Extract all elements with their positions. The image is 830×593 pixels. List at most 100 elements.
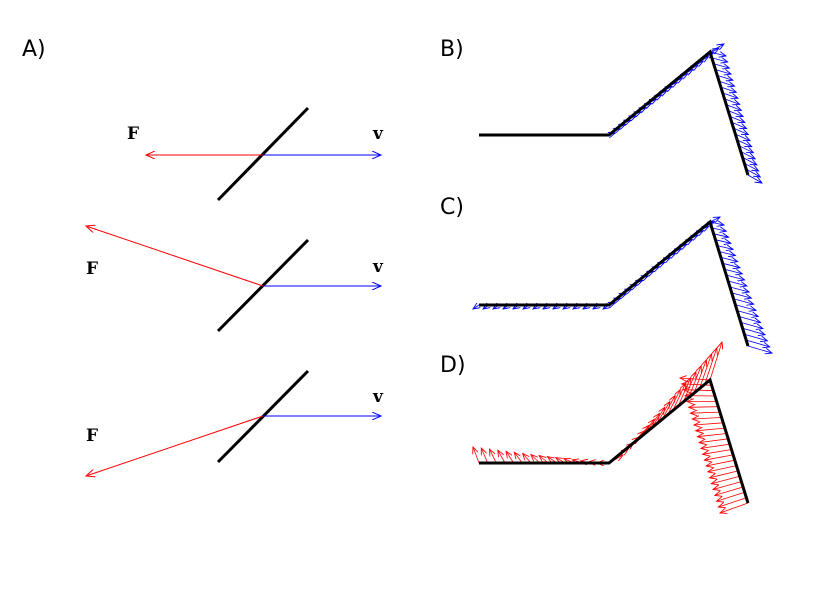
- panel-b-label: B): [440, 37, 464, 62]
- field-arrow: [715, 486, 744, 495]
- field-arrow: [715, 240, 731, 244]
- field-arrow: [709, 222, 724, 225]
- field-arrow: [747, 174, 762, 183]
- field-arrow: [709, 342, 722, 381]
- segment-line: [216, 106, 310, 202]
- field-arrow: [473, 447, 480, 464]
- field-arrow: [742, 327, 766, 334]
- field-arrow: [473, 305, 479, 309]
- field-arrow: [733, 298, 754, 304]
- field-arrow: [722, 262, 740, 267]
- field-arrow: [727, 110, 743, 117]
- field-arrow: [724, 268, 743, 274]
- field-arrow: [717, 246, 733, 250]
- body-polyline: [479, 219, 750, 347]
- field-arrow: [699, 438, 729, 443]
- field-arrow: [701, 443, 730, 448]
- field-arrow: [718, 252, 735, 256]
- field-arrow: [688, 366, 702, 398]
- velocity-arrow-field: [473, 217, 772, 353]
- field-arrow: [699, 354, 711, 389]
- body-polyline: [479, 49, 750, 176]
- field-arrow: [746, 168, 760, 177]
- body-polyline: [479, 377, 750, 504]
- field-arrow: [718, 80, 735, 86]
- panel-c: [473, 217, 772, 353]
- field-arrow: [720, 257, 738, 261]
- velocity-label: v: [372, 257, 384, 277]
- field-arrow: [697, 434, 727, 437]
- field-arrow: [722, 92, 738, 98]
- force-label: F: [86, 426, 98, 446]
- velocity-arrow-field: [609, 44, 762, 183]
- field-arrow: [744, 162, 758, 171]
- field-arrow: [717, 75, 733, 80]
- field-arrow: [694, 423, 724, 425]
- field-arrow: [498, 450, 506, 464]
- field-arrow: [661, 396, 675, 420]
- field-arrow: [726, 104, 741, 111]
- field-arrow: [735, 133, 750, 141]
- field-arrow: [490, 449, 497, 464]
- field-arrow: [713, 234, 729, 237]
- panel-d-label: D): [440, 353, 466, 378]
- field-arrow: [709, 44, 724, 53]
- field-arrow: [710, 470, 739, 478]
- field-arrow: [667, 390, 681, 416]
- panel-a: F v F v F v: [86, 106, 384, 476]
- field-arrow: [506, 451, 515, 464]
- field-arrow: [744, 333, 767, 341]
- panel-b: [479, 44, 762, 183]
- field-arrow: [703, 449, 732, 455]
- force-arrow: [86, 415, 264, 476]
- field-arrow: [746, 339, 770, 347]
- field-arrow: [706, 459, 735, 466]
- field-arrow: [738, 145, 753, 153]
- panel-a-label: A): [22, 37, 46, 62]
- field-arrow: [709, 52, 726, 56]
- field-arrow: [747, 345, 772, 353]
- field-arrow: [689, 407, 719, 408]
- panel-c-label: C): [440, 195, 464, 220]
- field-arrow: [711, 58, 728, 62]
- field-arrow: [736, 139, 752, 147]
- field-arrow: [704, 348, 717, 385]
- field-arrow: [733, 127, 749, 135]
- field-arrow: [717, 491, 745, 501]
- field-arrow: [713, 63, 730, 68]
- field-arrow: [711, 228, 727, 231]
- field-arrow: [735, 304, 756, 311]
- field-arrow: [740, 151, 755, 159]
- field-arrow: [738, 316, 761, 323]
- velocity-label: v: [372, 124, 384, 144]
- force-label: F: [127, 124, 139, 144]
- field-arrow: [709, 217, 720, 222]
- panel-d: [473, 342, 750, 513]
- velocity-label: v: [372, 387, 384, 407]
- segment-diagram-2: F v: [86, 226, 384, 333]
- segment-diagram-3: F v: [86, 369, 384, 476]
- field-arrow: [682, 384, 712, 385]
- field-arrow: [711, 475, 740, 483]
- field-arrow: [740, 322, 763, 328]
- field-arrow: [680, 378, 711, 380]
- field-arrow: [731, 292, 752, 298]
- field-arrow: [729, 286, 749, 292]
- field-arrow: [704, 454, 734, 460]
- field-arrow: [729, 116, 745, 122]
- field-arrow: [742, 157, 757, 165]
- field-arrow: [713, 481, 742, 490]
- field-arrow: [690, 412, 720, 413]
- segment-diagram-1: F v: [127, 106, 384, 202]
- field-arrow: [720, 502, 749, 513]
- field-arrow: [731, 121, 747, 128]
- field-arrow: [720, 86, 736, 92]
- field-arrow: [727, 280, 747, 286]
- field-arrow: [523, 453, 532, 464]
- field-arrow: [708, 465, 737, 472]
- field-arrow: [481, 448, 489, 464]
- field-arrow: [718, 497, 747, 507]
- field-arrow: [715, 69, 731, 75]
- field-arrow: [514, 452, 523, 464]
